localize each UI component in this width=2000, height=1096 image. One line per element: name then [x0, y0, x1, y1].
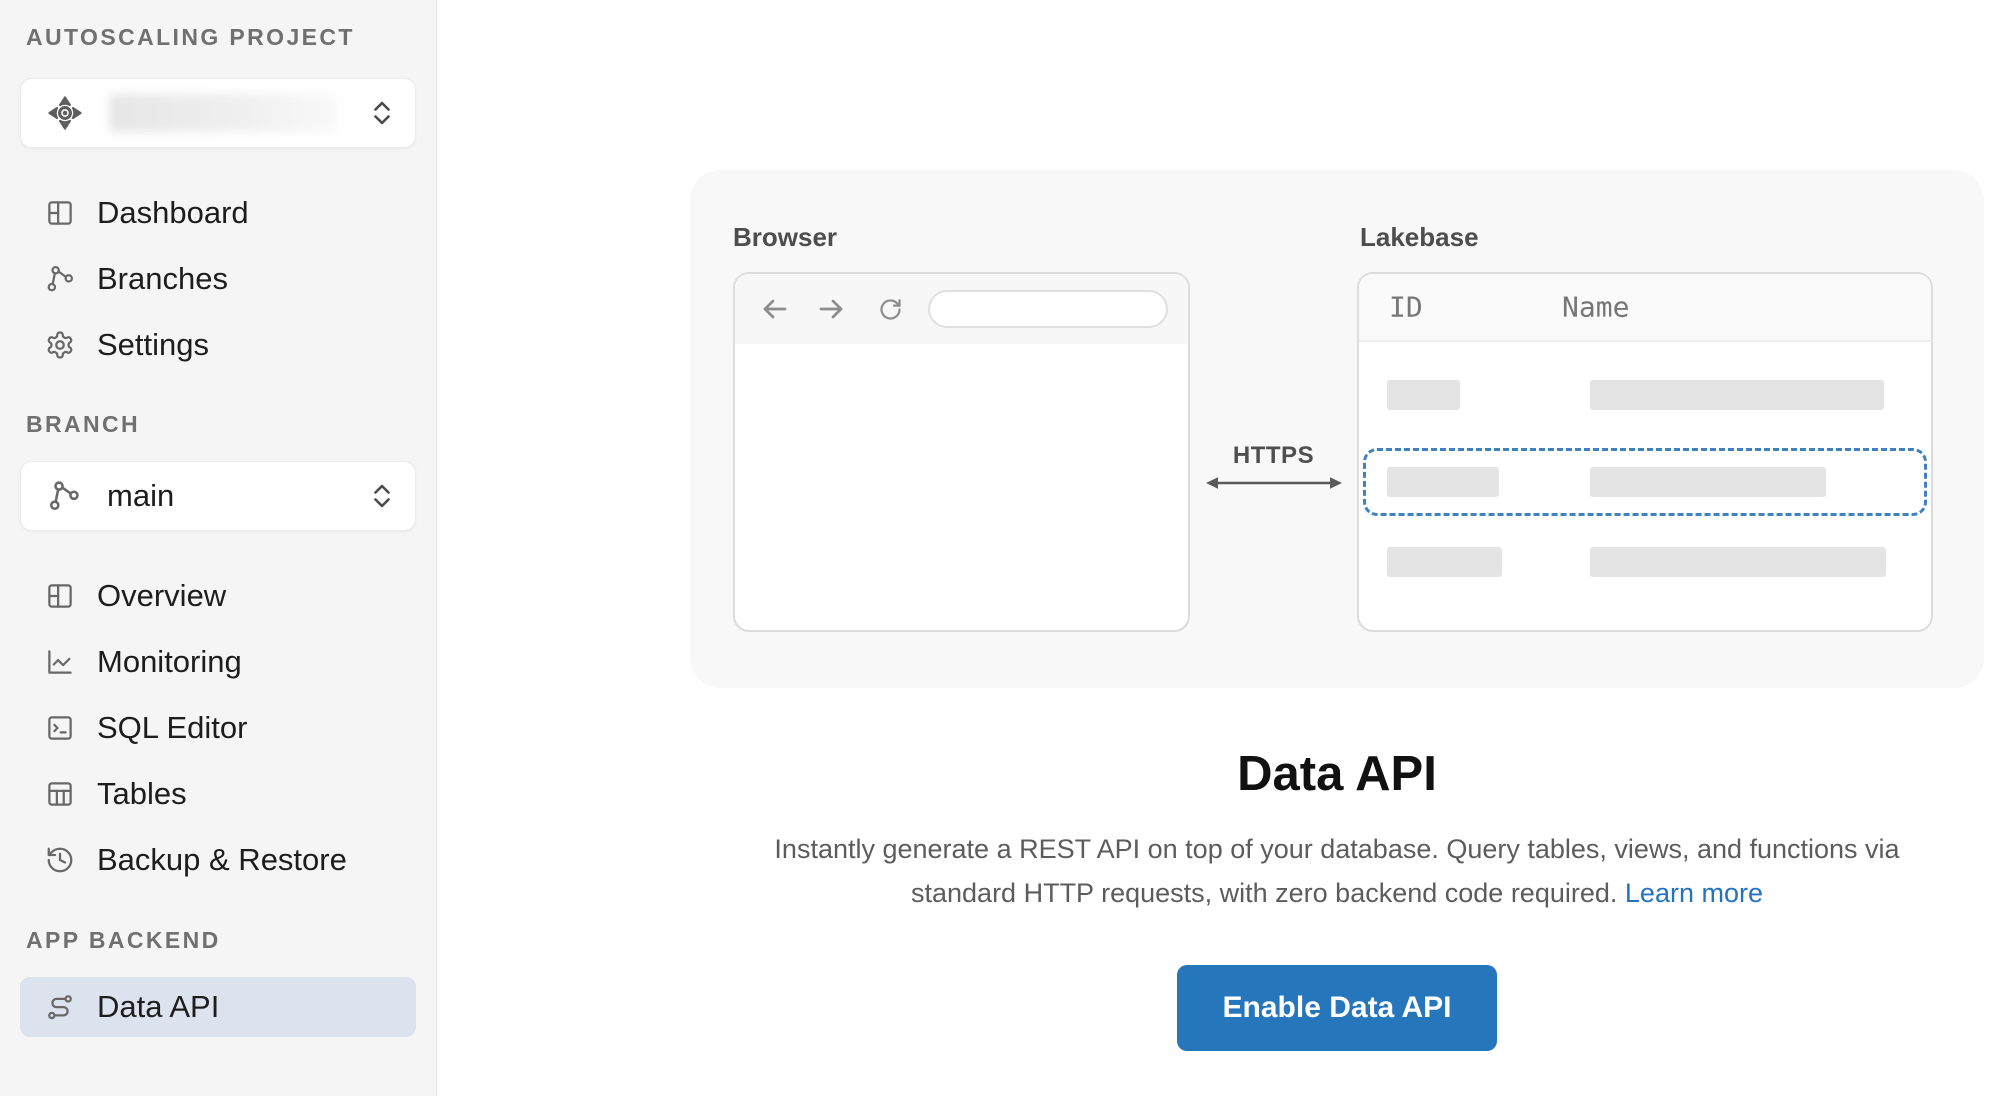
https-connection: HTTPS	[1190, 442, 1357, 497]
row-placeholder-bar	[1387, 547, 1502, 577]
sidebar-item-label: Dashboard	[97, 195, 249, 230]
project-name-redacted	[109, 94, 337, 132]
project-nav: Dashboard Branches Settings	[20, 187, 416, 371]
branch-icon	[49, 481, 79, 511]
sidebar-item-label: Overview	[97, 578, 227, 613]
lakebase-panel-label: Lakebase	[1360, 222, 1479, 252]
tables-icon	[48, 782, 72, 806]
page-title: Data API	[1237, 747, 1437, 801]
column-header-name: Name	[1562, 290, 1630, 324]
sidebar-item-tables[interactable]: Tables	[20, 768, 416, 820]
sidebar-item-label: Branches	[97, 261, 228, 296]
browser-panel-label: Browser	[733, 222, 838, 252]
row-placeholder-bar	[1387, 467, 1499, 497]
settings-icon	[47, 331, 73, 359]
sidebar-item-label: Backup & Restore	[97, 842, 347, 877]
sidebar-item-label: Monitoring	[97, 644, 242, 679]
project-section-label: AUTOSCALING PROJECT	[26, 24, 355, 50]
data-api-diagram: Browser HTTPS La	[690, 170, 1984, 688]
reload-icon	[880, 298, 901, 320]
overview-icon	[48, 584, 72, 608]
sidebar-item-label: SQL Editor	[97, 710, 248, 745]
row-placeholder-bar	[1590, 467, 1826, 497]
backend-section-label: APP BACKEND	[26, 927, 221, 953]
monitoring-icon	[48, 650, 72, 674]
column-header-id: ID	[1389, 290, 1423, 324]
sql-editor-icon	[48, 716, 72, 740]
branch-selector[interactable]: main	[20, 461, 416, 531]
project-compass-icon	[48, 96, 82, 130]
branch-selector-value: main	[107, 478, 175, 513]
https-label: HTTPS	[1232, 442, 1315, 469]
action-area: Enable Data API	[690, 965, 1984, 1051]
row-placeholder-bar	[1590, 380, 1884, 410]
table-header: ID Name	[1359, 274, 1931, 342]
branches-icon	[47, 266, 73, 292]
learn-more-link[interactable]: Learn more	[1624, 878, 1763, 908]
main-content: Browser HTTPS La	[437, 0, 2000, 1096]
description-line-2: standard HTTP requests, with zero backen…	[911, 878, 1618, 908]
sidebar-item-label: Data API	[97, 989, 220, 1024]
sidebar-item-monitoring[interactable]: Monitoring	[20, 636, 416, 688]
lakebase-table-mockup: ID Name	[1357, 272, 1933, 632]
chevron-up-down-icon	[374, 484, 390, 508]
sidebar: AUTOSCALING PROJECT Dashb	[0, 0, 437, 1096]
sidebar-item-backup-restore[interactable]: Backup & Restore	[20, 834, 416, 886]
row-placeholder-bar	[1590, 547, 1886, 577]
sidebar-item-settings[interactable]: Settings	[20, 319, 416, 371]
page-description: Instantly generate a REST API on top of …	[690, 827, 1984, 915]
sidebar-item-overview[interactable]: Overview	[20, 570, 416, 622]
project-selector[interactable]	[20, 78, 416, 148]
branch-section-label: BRANCH	[26, 411, 141, 437]
back-arrow-icon	[763, 299, 787, 319]
dashboard-icon	[48, 201, 72, 225]
sidebar-item-branches[interactable]: Branches	[20, 253, 416, 305]
sidebar-item-label: Settings	[97, 327, 210, 362]
sidebar-item-dashboard[interactable]: Dashboard	[20, 187, 416, 239]
sidebar-item-sql-editor[interactable]: SQL Editor	[20, 702, 416, 754]
chevron-up-down-icon	[374, 101, 390, 125]
sidebar-item-label: Tables	[97, 776, 187, 811]
row-placeholder-bar	[1387, 380, 1460, 410]
highlighted-row-outline	[1363, 448, 1927, 516]
browser-toolbar	[735, 274, 1188, 344]
url-bar	[928, 290, 1168, 328]
branch-nav: Overview Monitoring SQL Editor Tables	[20, 570, 416, 886]
forward-arrow-icon	[819, 299, 843, 319]
backup-restore-icon	[47, 847, 73, 873]
enable-data-api-button[interactable]: Enable Data API	[1176, 965, 1498, 1051]
browser-mockup	[733, 272, 1190, 632]
description-line-1: Instantly generate a REST API on top of …	[774, 834, 1900, 864]
double-arrow-icon	[1205, 477, 1342, 489]
sidebar-item-data-api[interactable]: Data API	[20, 977, 416, 1037]
data-api-icon	[48, 995, 72, 1020]
